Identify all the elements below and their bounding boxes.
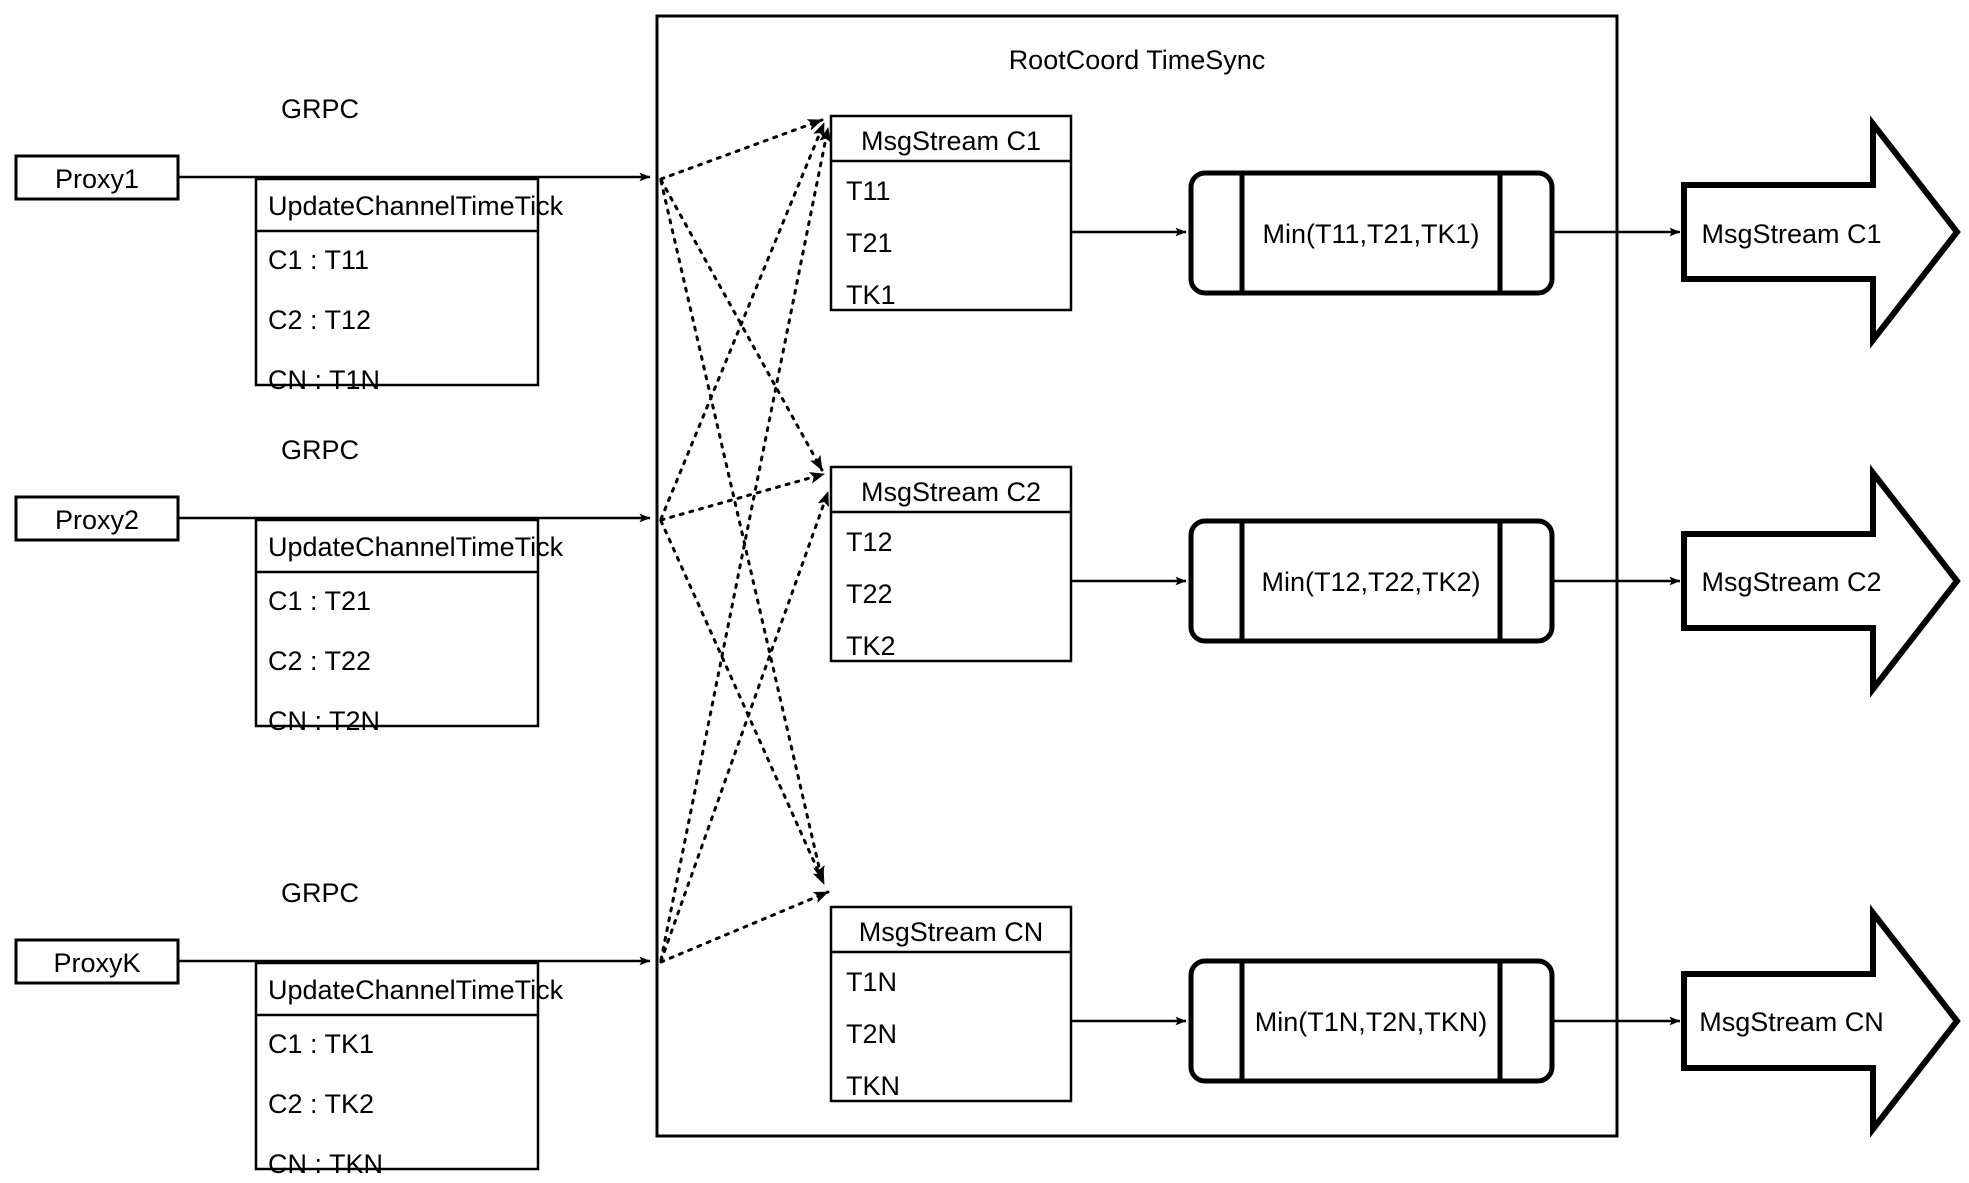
msgstream-box-3 [829, 905, 1073, 1103]
dotted-pk-c2 [659, 490, 830, 963]
dotted-p1-cn [659, 179, 825, 882]
msgstream-box-1 [829, 114, 1073, 312]
dotted-p2-cn [659, 519, 826, 886]
min-box-2 [1188, 518, 1555, 644]
output-block-arrow-2 [1681, 464, 1961, 698]
dotted-p2-c1 [659, 121, 826, 521]
min-box-1 [1188, 170, 1555, 296]
dotted-pk-c1 [659, 126, 832, 962]
request-box-3 [254, 961, 540, 1171]
output-block-arrow-3 [1681, 904, 1961, 1138]
output-block-arrow-1 [1681, 115, 1961, 349]
dotted-p1-c1 [659, 118, 824, 181]
request-box-2 [254, 518, 540, 728]
min-box-3 [1188, 958, 1555, 1084]
request-box-1 [254, 177, 540, 387]
dotted-fanout-group [659, 118, 832, 964]
dotted-p2-c2 [659, 472, 826, 522]
proxy-box-3 [14, 938, 180, 985]
proxy-box-1 [14, 154, 180, 201]
msgstream-box-2 [829, 465, 1073, 663]
proxy-box-2 [14, 495, 180, 542]
dotted-pk-cn [659, 890, 830, 964]
